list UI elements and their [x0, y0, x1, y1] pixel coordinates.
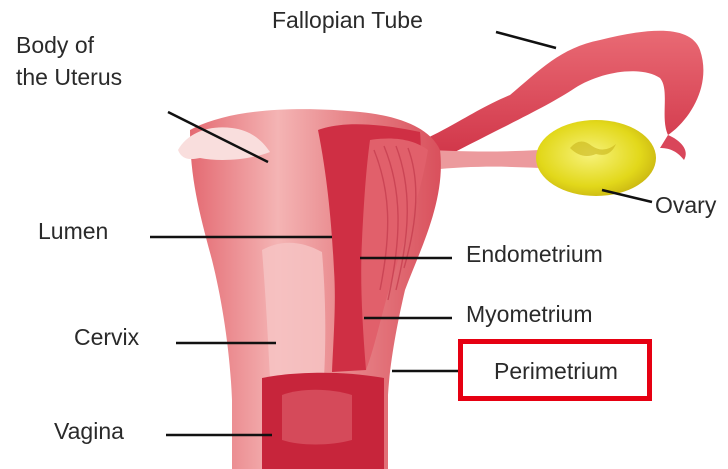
- label-ovary: Ovary: [655, 192, 716, 218]
- label-fallopian-tube: Fallopian Tube: [272, 7, 423, 33]
- vagina-highlight: [282, 390, 352, 445]
- label-vagina: Vagina: [54, 418, 124, 444]
- ovarian-ligament: [430, 150, 540, 170]
- label-body-of-uterus-line2: the Uterus: [16, 64, 122, 90]
- fimbriae: [660, 135, 686, 160]
- label-myometrium: Myometrium: [466, 301, 593, 327]
- label-cervix: Cervix: [74, 324, 139, 350]
- ovary-shape: [536, 120, 656, 196]
- leader-ovary: [602, 190, 652, 202]
- label-perimetrium: Perimetrium: [494, 358, 618, 384]
- leader-fallopian-tube: [496, 32, 556, 48]
- cervical-canal: [262, 243, 325, 378]
- label-endometrium: Endometrium: [466, 241, 603, 267]
- label-body-of-uterus-line1: Body of: [16, 32, 94, 58]
- label-lumen: Lumen: [38, 218, 108, 244]
